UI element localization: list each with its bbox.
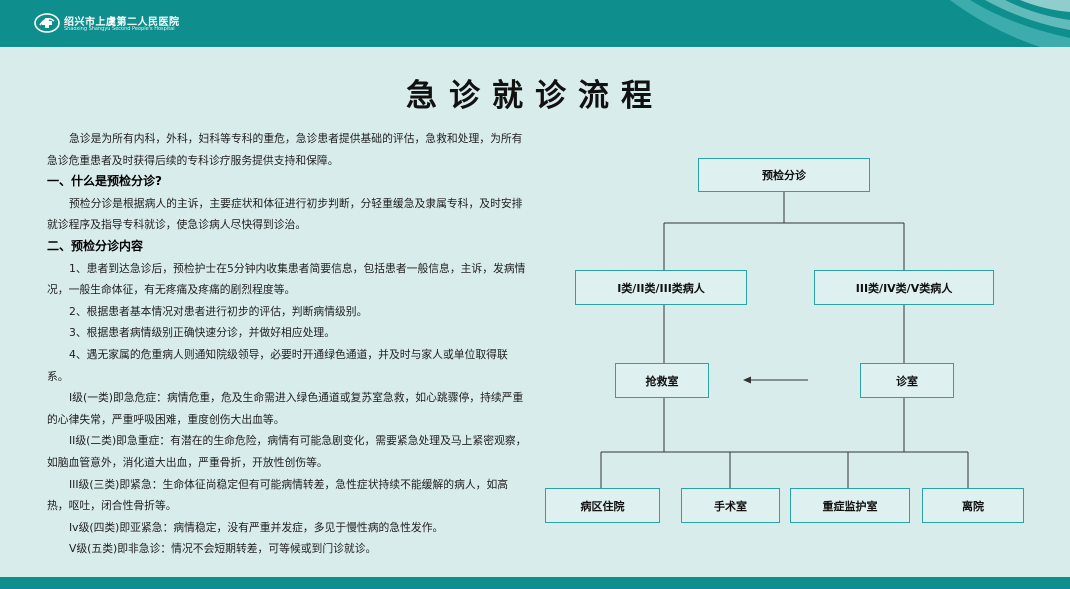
header-decoration xyxy=(950,0,1070,47)
triage-level-3: III级(三类)即紧急：生命体征尚稳定但有可能病情转差，急性症状持续不能缓解的病… xyxy=(47,477,509,513)
node-rescue-room: 抢救室 xyxy=(615,363,709,398)
triage-level-2: II级(二类)即急重症：有潜在的生命危险，病情有可能急剧变化，需要紧急处理及马上… xyxy=(47,434,527,469)
node-discharge: 离院 xyxy=(922,488,1024,523)
node-triage: 预检分诊 xyxy=(698,158,870,192)
triage-level-5: V级(五类)即非急诊：情况不会短期转差，可等候或到门诊就诊。 xyxy=(69,542,377,556)
node-clinic-room: 诊室 xyxy=(860,363,954,398)
section2-item: 1、患者到达急诊后，预检护士在5分钟内收集患者简要信息，包括患者一般信息，主诉，… xyxy=(47,261,526,297)
section2-heading: 二、预检分诊内容 xyxy=(47,238,144,253)
section2-item: 2、根据患者基本情况对患者进行初步的评估，判断病情级别。 xyxy=(69,304,368,318)
node-icu: 重症监护室 xyxy=(790,488,910,523)
flowchart: 预检分诊 I类/II类/III类病人 III类/IV类/V类病人 抢救室 诊室 … xyxy=(540,150,1060,540)
intro-paragraph: 急诊是为所有内科，外科，妇科等专科的重危，急诊患者提供基础的评估，急救和处理，为… xyxy=(47,132,523,167)
footer-bar xyxy=(0,577,1070,589)
arrow-left-icon xyxy=(743,376,751,384)
section2-item: 4、遇无家属的危重病人则通知院级领导，必要时开通绿色通道，并及时与家人或单位取得… xyxy=(47,347,508,383)
hospital-logo-icon xyxy=(34,13,60,33)
node-operating-room: 手术室 xyxy=(681,488,780,523)
section1-heading: 一、什么是预检分诊? xyxy=(47,174,162,189)
node-class-iii-v: III类/IV类/V类病人 xyxy=(814,270,994,305)
triage-level-4: Iv级(四类)即亚紧急：病情稳定，没有严重并发症，多见于慢性病的急性发作。 xyxy=(69,520,444,534)
section2-item: 3、根据患者病情级别正确快速分诊，并做好相应处理。 xyxy=(69,326,335,340)
hospital-name-english: Shaoxing Shangyu Second People's Hospita… xyxy=(64,26,175,32)
page-title: 急诊就诊流程 xyxy=(406,78,664,114)
section1-body: 预检分诊是根据病人的主诉，主要症状和体征进行初步判断，分轻重缓急及隶属专科，及时… xyxy=(47,196,523,232)
hospital-name: 绍兴市上虞第二人民医院 xyxy=(64,17,180,28)
content-text: 急诊是为所有内科，外科，妇科等专科的重危，急诊患者提供基础的评估，急救和处理，为… xyxy=(47,128,527,560)
node-class-i-iii: I类/II类/III类病人 xyxy=(575,270,747,305)
header-bar: 绍兴市上虞第二人民医院 Shaoxing Shangyu Second Peop… xyxy=(0,0,1070,47)
triage-level-1: I级(一类)即急危症：病情危重，危及生命需进入绿色通道或复苏室急救，如心跳骤停，… xyxy=(47,391,524,426)
flowchart-connectors xyxy=(600,192,969,488)
node-inpatient: 病区住院 xyxy=(545,488,660,523)
